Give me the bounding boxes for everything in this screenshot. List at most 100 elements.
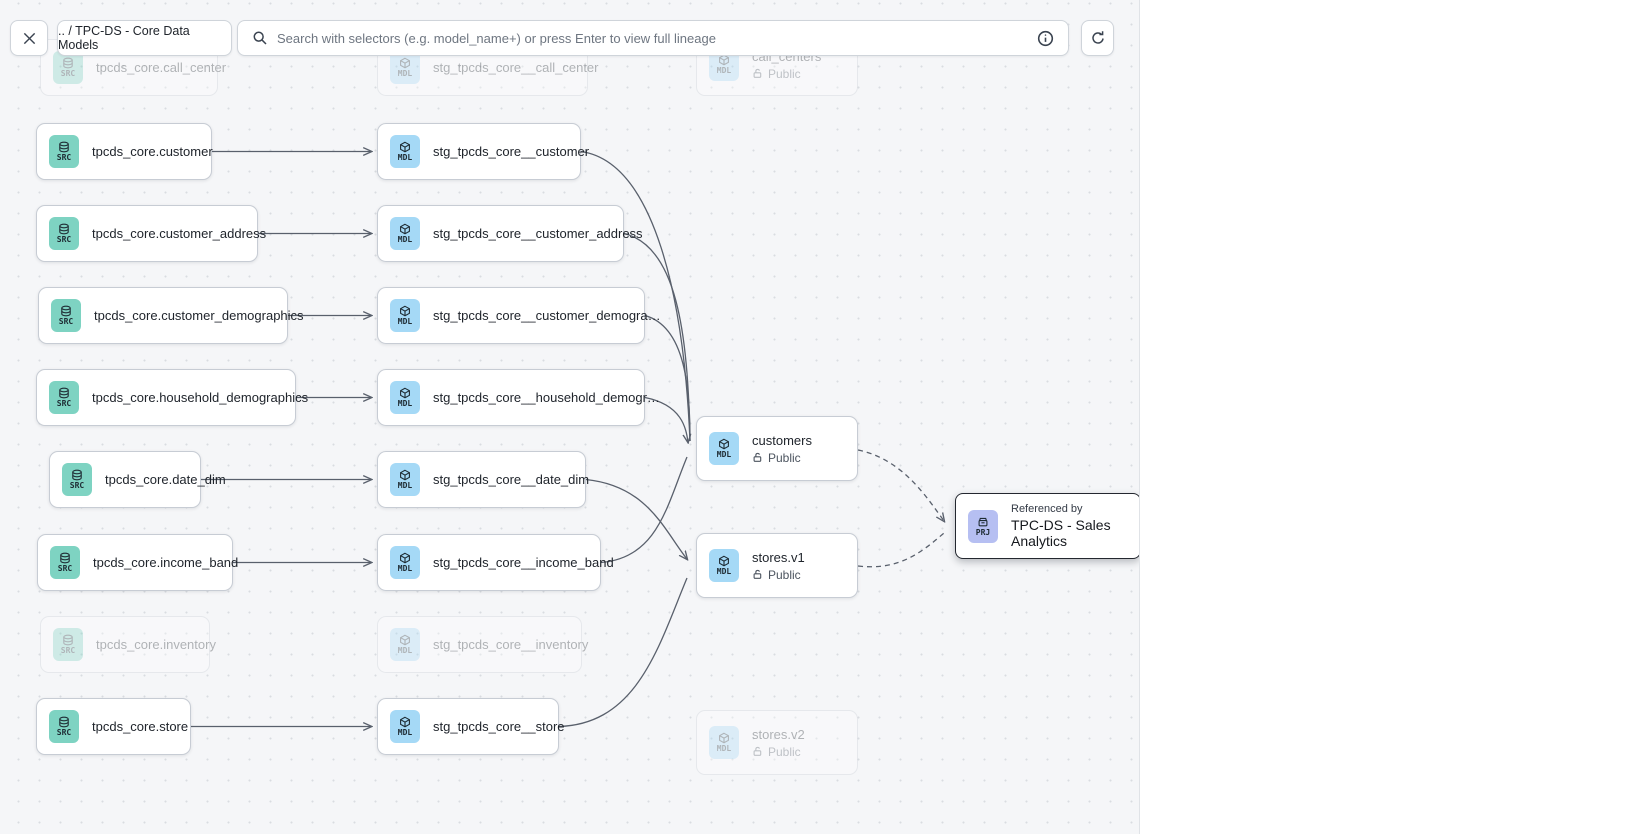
node-stg-store[interactable]: MDL stg_tpcds_core__store	[377, 698, 559, 755]
cube-icon	[399, 141, 411, 153]
cube-icon	[399, 552, 411, 564]
close-lineage-button[interactable]	[10, 20, 48, 56]
node-label: tpcds_core.inventory	[96, 637, 216, 652]
source-type-badge: SRC	[49, 710, 79, 743]
unlock-icon	[752, 746, 763, 757]
node-label: tpcds_core.income_band	[93, 555, 238, 570]
unlock-icon	[752, 452, 763, 463]
node-label: stg_tpcds_core__customer_address	[433, 226, 643, 241]
model-type-badge: MDL	[390, 628, 420, 661]
node-label: stg_tpcds_core__customer_demogra…	[433, 308, 661, 323]
node-label: tpcds_core.customer	[92, 144, 213, 159]
source-type-badge: SRC	[49, 135, 79, 168]
referenced-project-title: TPC-DS - Sales Analytics	[1011, 517, 1128, 549]
referenced-by-kicker: Referenced by	[1011, 503, 1128, 515]
node-label: stores.v2	[752, 727, 805, 742]
cube-icon	[399, 305, 411, 317]
node-stg-household-demographics[interactable]: MDL stg_tpcds_core__household_demogr…	[377, 369, 645, 426]
node-public-stores-v2[interactable]: MDL stores.v2 Public	[696, 710, 858, 775]
node-label: tpcds_core.customer_address	[92, 226, 266, 241]
node-label: stg_tpcds_core__date_dim	[433, 472, 589, 487]
model-type-badge: MDL	[390, 710, 420, 743]
node-src-customer-demographics[interactable]: SRC tpcds_core.customer_demographics	[38, 287, 288, 344]
database-icon	[62, 634, 74, 646]
model-type-badge: MDL	[709, 726, 739, 759]
cube-icon	[399, 57, 411, 69]
database-icon	[58, 387, 70, 399]
node-label: stg_tpcds_core__customer	[433, 144, 589, 159]
node-stg-inventory[interactable]: MDL stg_tpcds_core__inventory	[377, 616, 582, 673]
cube-icon	[399, 634, 411, 646]
node-label: stg_tpcds_core__call_center	[433, 60, 599, 75]
source-type-badge: SRC	[49, 381, 79, 414]
database-icon	[62, 57, 74, 69]
node-label: stg_tpcds_core__income_band	[433, 555, 614, 570]
model-type-badge: MDL	[390, 463, 420, 496]
node-stg-date-dim[interactable]: MDL stg_tpcds_core__date_dim	[377, 451, 586, 508]
node-label: tpcds_core.customer_demographics	[94, 308, 304, 323]
node-stg-customer-address[interactable]: MDL stg_tpcds_core__customer_address	[377, 205, 624, 262]
node-src-household-demographics[interactable]: SRC tpcds_core.household_demographics	[36, 369, 296, 426]
cube-icon	[718, 555, 730, 567]
model-type-badge: MDL	[390, 381, 420, 414]
database-icon	[59, 552, 71, 564]
cube-icon	[399, 223, 411, 235]
source-type-badge: SRC	[49, 217, 79, 250]
cube-icon	[399, 469, 411, 481]
model-type-badge: MDL	[709, 432, 739, 465]
node-src-store[interactable]: SRC tpcds_core.store	[36, 698, 191, 755]
model-type-badge: MDL	[390, 135, 420, 168]
lineage-canvas[interactable]: SRC tpcds_core.call_center SRC tpcds_cor…	[0, 0, 1139, 834]
unlock-icon	[752, 68, 763, 79]
cube-icon	[718, 438, 730, 450]
model-type-badge: MDL	[709, 549, 739, 582]
database-icon	[60, 305, 72, 317]
database-icon	[58, 716, 70, 728]
public-access-label: Public	[752, 568, 805, 582]
node-stg-customer[interactable]: MDL stg_tpcds_core__customer	[377, 123, 581, 180]
node-label: stg_tpcds_core__household_demogr…	[433, 390, 660, 405]
node-src-date-dim[interactable]: SRC tpcds_core.date_dim	[49, 451, 201, 508]
node-public-customers[interactable]: MDL customers Public	[696, 416, 858, 481]
node-label: tpcds_core.store	[92, 719, 188, 734]
project-details-panel: Project </> TPC-DS - Sales Analytics sno…	[1139, 0, 1648, 834]
cube-icon	[399, 387, 411, 399]
node-label: customers	[752, 433, 812, 448]
close-icon	[22, 31, 37, 46]
info-icon[interactable]	[1037, 30, 1054, 47]
node-stg-income-band[interactable]: MDL stg_tpcds_core__income_band	[377, 534, 601, 591]
model-type-badge: MDL	[390, 546, 420, 579]
node-src-inventory[interactable]: SRC tpcds_core.inventory	[40, 616, 210, 673]
node-label: tpcds_core.date_dim	[105, 472, 226, 487]
node-stg-customer-demographics[interactable]: MDL stg_tpcds_core__customer_demogra…	[377, 287, 645, 344]
project-type-badge: PRJ	[968, 510, 998, 543]
cube-icon	[718, 732, 730, 744]
database-icon	[58, 223, 70, 235]
model-type-badge: MDL	[390, 299, 420, 332]
database-icon	[58, 141, 70, 153]
cube-icon	[399, 716, 411, 728]
node-src-customer[interactable]: SRC tpcds_core.customer	[36, 123, 212, 180]
public-access-label: Public	[752, 451, 812, 465]
node-src-customer-address[interactable]: SRC tpcds_core.customer_address	[36, 205, 258, 262]
node-src-income-band[interactable]: SRC tpcds_core.income_band	[37, 534, 233, 591]
node-label: stg_tpcds_core__inventory	[433, 637, 588, 652]
node-label: stores.v1	[752, 550, 805, 565]
database-icon	[71, 469, 83, 481]
public-access-label: Public	[752, 67, 821, 81]
search-input[interactable]	[277, 31, 1028, 46]
source-type-badge: SRC	[53, 628, 83, 661]
search-bar[interactable]	[237, 20, 1069, 56]
model-type-badge: MDL	[390, 217, 420, 250]
node-public-stores-v1[interactable]: MDL stores.v1 Public	[696, 533, 858, 598]
node-label: stg_tpcds_core__store	[433, 719, 565, 734]
node-referenced-project[interactable]: PRJ Referenced by TPC-DS - Sales Analyti…	[955, 493, 1139, 559]
search-icon	[252, 30, 268, 46]
breadcrumb[interactable]: .. / TPC-DS - Core Data Models	[57, 20, 232, 56]
source-type-badge: SRC	[51, 299, 81, 332]
source-type-badge: SRC	[50, 546, 80, 579]
node-label: tpcds_core.household_demographics	[92, 390, 308, 405]
refresh-icon	[1090, 30, 1106, 46]
refresh-button[interactable]	[1081, 20, 1114, 56]
